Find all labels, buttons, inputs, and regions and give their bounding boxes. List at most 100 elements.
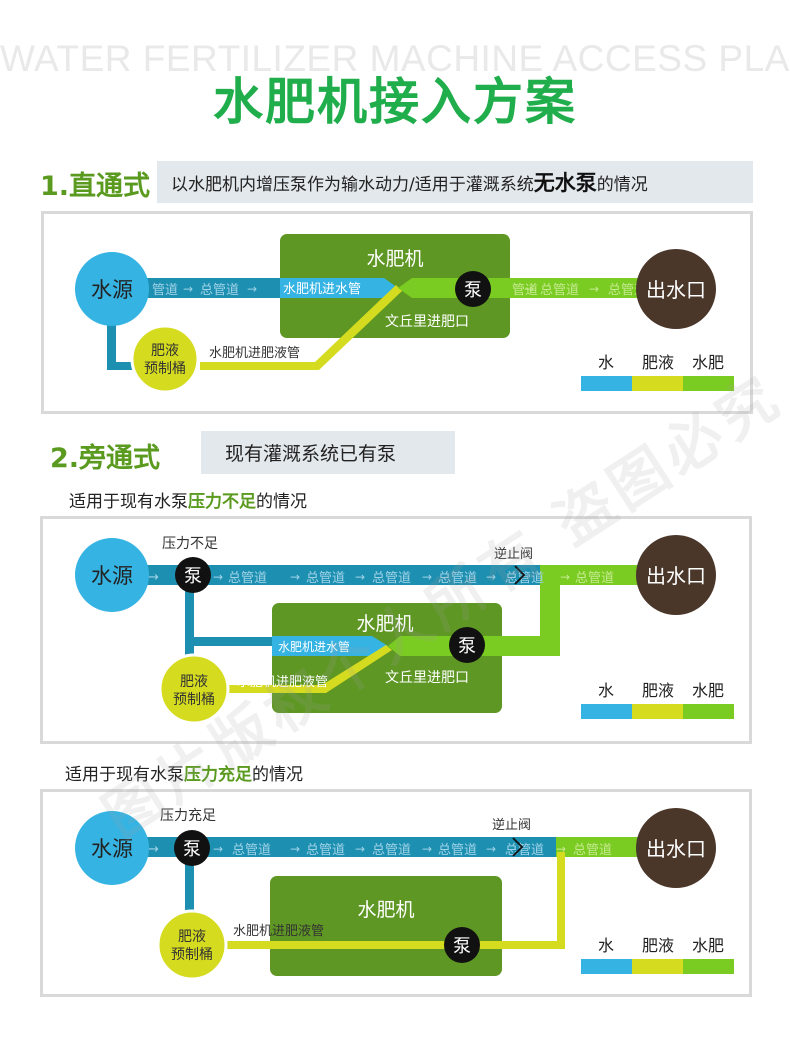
pressure-label: 压力不足 (162, 536, 218, 552)
machine-inlet-label: 水肥机进水管 (283, 282, 361, 297)
pipe-label: 总管道 (200, 283, 239, 298)
mix-riser (540, 565, 560, 656)
section1-desc: 以水肥机内增压泵作为输水动力/适用于灌溉系统无水泵的情况 (157, 161, 753, 203)
tank-feed-pipe-h (107, 362, 147, 370)
bypass-pipe (185, 576, 194, 680)
fert-tank-label: 预制桶 (144, 361, 186, 377)
outlet (636, 808, 716, 888)
pipe-arrow: → (213, 842, 223, 856)
fert-tank-label: 肥液 (151, 343, 179, 359)
inlet-pipe (280, 278, 398, 298)
machine-inlet-label: 水肥机进水管 (278, 639, 350, 654)
pipe-arrow: → (589, 282, 599, 296)
bypass-pipe-h (185, 637, 305, 646)
pipe-label: 总管道 (372, 843, 411, 858)
pipe-label: 管道 (152, 283, 178, 298)
pipe-arrow: → (524, 282, 534, 296)
diagram-bypass-low: → → 总管道 → 总管道 → 总管道 → 总管道 → 总管道 → 总管道 逆止… (40, 516, 752, 744)
legend-fert-swatch (632, 959, 683, 974)
note1-text: 适用于现有水泵 (69, 492, 188, 512)
pipe-label: 总管道 (438, 843, 477, 858)
legend-water-swatch (581, 959, 632, 974)
legend-fert-label: 肥液 (642, 353, 674, 372)
diagram-direct: 管道 → 总管道 → 水肥机进水管 管道 → 总管道 → 总管道 水肥机 文丘里… (41, 211, 753, 414)
legend-fert-swatch (632, 704, 683, 719)
note1-suffix: 的情况 (256, 492, 307, 512)
legend-water-label: 水 (598, 681, 614, 700)
section1-title: 1.直通式 (40, 171, 151, 202)
fert-inlet-label: 水肥机进肥液管 (233, 924, 324, 939)
water-source-label: 水源 (91, 278, 133, 302)
note2-suffix: 的情况 (252, 765, 303, 785)
legend-fert-label: 肥液 (642, 936, 674, 955)
pipe-arrow: → (422, 570, 432, 584)
legend-fert-label: 肥液 (642, 681, 674, 700)
fert-tank-label: 预制桶 (173, 692, 215, 708)
venturi-label: 文丘里进肥口 (385, 670, 469, 686)
section2-note1: 适用于现有水泵压力不足的情况 (69, 487, 307, 512)
machine-pump (444, 927, 480, 963)
fert-tank (130, 324, 200, 394)
legend-mix-swatch (683, 959, 734, 974)
pipe-label: 总管道 (372, 571, 411, 586)
machine-pump (449, 627, 485, 663)
outlet-label: 出水口 (646, 837, 706, 861)
pipe-label: 总管道 (505, 843, 544, 858)
legend-mix-swatch (683, 704, 734, 719)
pipe-arrow: → (183, 282, 193, 296)
legend-water-swatch (581, 376, 632, 391)
section1-desc-bold: 无水泵 (533, 171, 597, 195)
fert-pipe (200, 285, 402, 370)
outlet (636, 249, 716, 329)
venturi-label: 文丘里进肥口 (385, 314, 469, 330)
main-pump (174, 830, 210, 866)
pipe-label: 总管道 (306, 843, 345, 858)
pipe-arrow: → (486, 570, 496, 584)
water-source (75, 538, 149, 612)
machine-label: 水肥机 (356, 613, 413, 635)
check-valve-label: 逆止阀 (492, 817, 531, 833)
fert-tank (156, 909, 228, 981)
machine-label: 水肥机 (366, 248, 423, 270)
pipe-label: 总管道 (505, 571, 544, 586)
machine-pump-label: 泵 (458, 636, 476, 657)
legend-fert-swatch (632, 376, 683, 391)
pipe-arrow: → (213, 570, 223, 584)
fert-tank-label: 肥液 (178, 929, 206, 945)
pipe-label: 总管道 (228, 571, 267, 586)
tank-feed-pipe (107, 290, 116, 370)
legend-mix-label: 水肥 (692, 936, 724, 955)
pipe-label: 总管道 (438, 571, 477, 586)
pipe-label: 总管道 (575, 571, 614, 586)
pressure-label: 压力充足 (160, 808, 216, 824)
pipe-arrow: → (355, 570, 365, 584)
legend-water-label: 水 (598, 353, 614, 372)
legend-mix-label: 水肥 (692, 353, 724, 372)
water-pipe (130, 837, 560, 857)
inlet-pipe (272, 636, 388, 656)
pipe-arrow: → (290, 842, 300, 856)
main-pump-label: 泵 (183, 839, 201, 860)
fert-pipe (215, 941, 565, 949)
section1-desc-suffix: 的情况 (596, 174, 648, 195)
pipe-arrow: → (556, 842, 566, 856)
water-source-label: 水源 (91, 564, 133, 588)
legend-water-swatch (581, 704, 632, 719)
legend-water-label: 水 (598, 936, 614, 955)
note1-bold: 压力不足 (188, 492, 256, 512)
page-title: 水肥机接入方案 (213, 73, 577, 131)
pipe-arrow: → (486, 842, 496, 856)
pipe-arrow: → (422, 842, 432, 856)
pipe-label: 总管道 (573, 843, 612, 858)
section1-desc-text: 以水肥机内增压泵作为输水动力/适用于灌溉系统 (171, 174, 534, 195)
pipe-label: → (148, 570, 159, 585)
fert-riser (557, 852, 565, 949)
machine-box (270, 876, 502, 976)
machine-pump-label: 泵 (453, 936, 471, 957)
section2-title: 2.旁通式 (50, 443, 161, 474)
legend-mix-label: 水肥 (692, 681, 724, 700)
legend-mix-swatch (683, 376, 734, 391)
note2-bold: 压力充足 (184, 765, 252, 785)
outlet-label: 出水口 (646, 564, 706, 588)
check-valve-icon (512, 837, 524, 857)
